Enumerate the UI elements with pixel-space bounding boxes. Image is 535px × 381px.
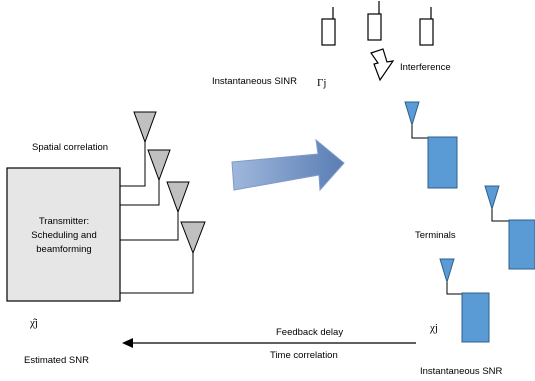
tx-antenna-4 <box>120 221 206 294</box>
terminal-2 <box>484 185 535 270</box>
instantaneous-snr-label: Instantaneous SNR <box>420 366 503 377</box>
terminal-1 <box>404 101 458 189</box>
transmitter-box <box>6 167 121 302</box>
gamma-j-symbol: Γj <box>317 77 326 89</box>
transmitter-label-line3: beamforming <box>36 244 91 255</box>
terminals-label: Terminals <box>415 230 456 241</box>
instantaneous-sinr-label: Instantaneous SINR <box>212 76 297 87</box>
interferer-phone-3 <box>419 7 434 46</box>
interference-arrow <box>370 48 395 82</box>
transmitter-label-line2: Scheduling and <box>31 230 97 241</box>
estimated-snr-label: Estimated SNR <box>24 355 89 366</box>
feedback-delay-label: Feedback delay <box>276 327 343 338</box>
interferer-phone-2 <box>367 1 382 41</box>
tx-antenna-1 <box>120 111 157 187</box>
transmission-arrow <box>231 138 345 192</box>
interference-label: Interference <box>400 62 451 73</box>
feedback-arrowhead <box>122 338 133 348</box>
tx-antenna-3 <box>120 181 190 241</box>
terminal-3 <box>439 258 490 343</box>
chi-hat-j-symbol: χ̂j <box>29 317 38 329</box>
interferer-phone-1 <box>321 7 336 46</box>
spatial-correlation-label: Spatial correlation <box>32 142 108 153</box>
time-correlation-label: Time correlation <box>270 350 338 361</box>
chi-j-symbol: χj <box>429 322 438 334</box>
transmitter-label-line1: Transmitter: <box>39 216 89 227</box>
tx-antenna-2 <box>120 149 171 206</box>
